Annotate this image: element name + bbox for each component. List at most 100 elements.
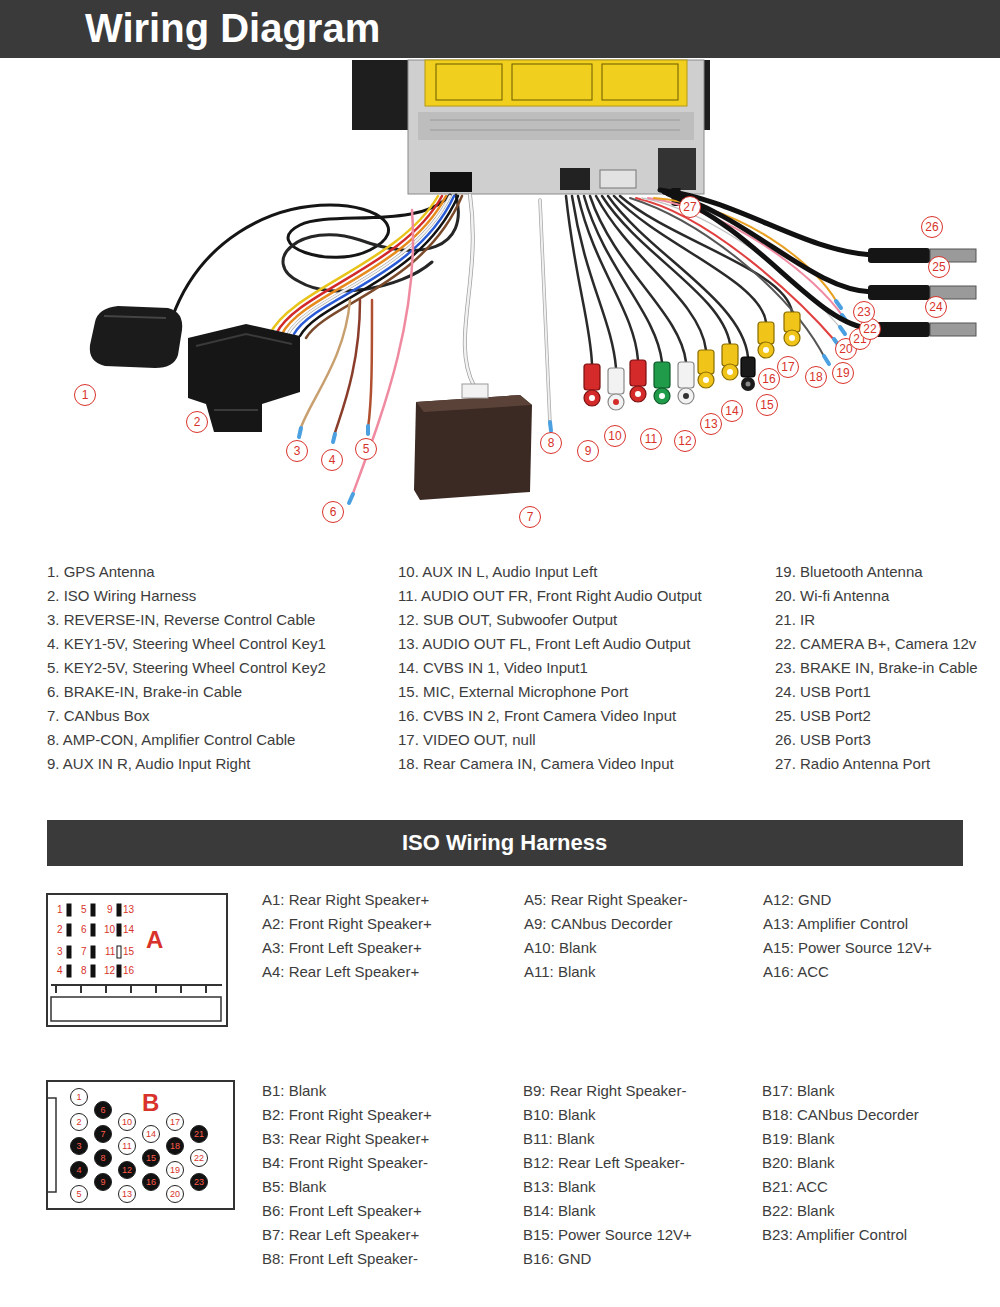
pin-number: 4 xyxy=(70,1161,88,1179)
pin-description: A12: GND xyxy=(763,891,831,909)
pin-description: B4: Front Right Speaker- xyxy=(262,1154,428,1172)
pin-number: 14 xyxy=(142,1125,160,1143)
callout-number: 14 xyxy=(721,400,743,422)
pin-number: 21 xyxy=(190,1125,208,1143)
callout-number: 10 xyxy=(604,425,626,447)
pin-description: B12: Rear Left Speaker- xyxy=(523,1154,685,1172)
pin-description: A10: Blank xyxy=(524,939,597,957)
pin-number: 2 xyxy=(70,1113,88,1131)
pin-number: 15 xyxy=(142,1149,160,1167)
pin-number: 5 xyxy=(81,904,87,916)
pin-number: 18 xyxy=(166,1137,184,1155)
pin-number: 17 xyxy=(166,1113,184,1131)
part-list-item: 15. MIC, External Microphone Port xyxy=(398,683,628,701)
pin-number: 23 xyxy=(190,1173,208,1191)
pin-number: 9 xyxy=(107,904,113,916)
part-list-item: 24. USB Port1 xyxy=(775,683,871,701)
callout-number: 25 xyxy=(928,256,950,278)
part-list-item: 20. Wi-fi Antenna xyxy=(775,587,889,605)
pin-number: 11 xyxy=(105,946,115,958)
callout-number: 8 xyxy=(540,432,562,454)
pin-description: B9: Rear Right Speaker- xyxy=(523,1082,686,1100)
pin-number: 5 xyxy=(70,1185,88,1203)
pin-number: 2 xyxy=(57,924,63,936)
pin-number: 14 xyxy=(123,924,134,936)
part-list-item: 4. KEY1-5V, Steering Wheel Control Key1 xyxy=(47,635,326,653)
part-list-item: 3. REVERSE-IN, Reverse Control Cable xyxy=(47,611,315,629)
connector-letter: A xyxy=(146,926,163,954)
pin-number: 15 xyxy=(123,946,134,958)
pin-description: B3: Rear Right Speaker+ xyxy=(262,1130,429,1148)
pin-number: 19 xyxy=(166,1161,184,1179)
callout-number: 17 xyxy=(777,356,799,378)
part-list-item: 11. AUDIO OUT FR, Front Right Audio Outp… xyxy=(398,587,702,605)
pin-description: A2: Front Right Speaker+ xyxy=(262,915,432,933)
pin-number: 7 xyxy=(81,946,87,958)
pin-description: B23: Amplifier Control xyxy=(762,1226,907,1244)
callout-number: 12 xyxy=(674,430,696,452)
pin-description: A4: Rear Left Speaker+ xyxy=(262,963,419,981)
callout-number: 9 xyxy=(577,440,599,462)
pin-description: B17: Blank xyxy=(762,1082,835,1100)
part-list-item: 10. AUX IN L, Audio Input Left xyxy=(398,563,597,581)
connector-letter: B xyxy=(142,1089,159,1117)
pin-number: 1 xyxy=(70,1088,88,1106)
pin-description: B20: Blank xyxy=(762,1154,835,1172)
callout-number: 19 xyxy=(832,362,854,384)
pin-description: A5: Rear Right Speaker- xyxy=(524,891,687,909)
pin-number: 6 xyxy=(81,924,87,936)
callout-number: 18 xyxy=(805,366,827,388)
part-list-item: 18. Rear Camera IN, Camera Video Input xyxy=(398,755,674,773)
part-list-item: 25. USB Port2 xyxy=(775,707,871,725)
part-list-item: 7. CANbus Box xyxy=(47,707,150,725)
pin-number: 10 xyxy=(104,924,115,936)
pin-number: 7 xyxy=(94,1125,112,1143)
pin-number: 3 xyxy=(70,1137,88,1155)
pin-description: B16: GND xyxy=(523,1250,591,1268)
pin-description: A11: Blank xyxy=(524,963,595,981)
callout-number: 7 xyxy=(519,506,541,528)
pin-number: 8 xyxy=(94,1149,112,1167)
section-band: ISO Wiring Harness xyxy=(47,820,963,866)
callout-number: 16 xyxy=(758,368,780,390)
connector-outline: A xyxy=(46,893,228,1027)
pin-description: B5: Blank xyxy=(262,1178,326,1196)
part-list-item: 9. AUX IN R, Audio Input Right xyxy=(47,755,250,773)
part-list-item: 21. IR xyxy=(775,611,815,629)
pin-number: 20 xyxy=(166,1185,184,1203)
callout-number: 1 xyxy=(74,384,96,406)
pin-number: 16 xyxy=(123,965,134,977)
pin-number: 13 xyxy=(118,1185,136,1203)
part-list-item: 27. Radio Antenna Port xyxy=(775,755,930,773)
pin-description: B14: Blank xyxy=(523,1202,596,1220)
pin-description: B21: ACC xyxy=(762,1178,828,1196)
part-list-item: 5. KEY2-5V, Steering Wheel Control Key2 xyxy=(47,659,326,677)
part-list-item: 19. Bluetooth Antenna xyxy=(775,563,923,581)
pin-description: A15: Power Source 12V+ xyxy=(763,939,932,957)
callout-number: 24 xyxy=(925,296,947,318)
pin-number: 3 xyxy=(57,946,63,958)
pin-description: B22: Blank xyxy=(762,1202,835,1220)
pin-description: B2: Front Right Speaker+ xyxy=(262,1106,432,1124)
part-list-item: 6. BRAKE-IN, Brake-in Cable xyxy=(47,683,242,701)
page-title: Wiring Diagram xyxy=(85,5,380,51)
pin-description: B6: Front Left Speaker+ xyxy=(262,1202,422,1220)
pin-description: A13: Amplifier Control xyxy=(763,915,908,933)
pin-description: B19: Blank xyxy=(762,1130,835,1148)
pin-number: 8 xyxy=(81,965,87,977)
part-list-item: 14. CVBS IN 1, Video Input1 xyxy=(398,659,588,677)
callout-number: 4 xyxy=(321,449,343,471)
pin-number: 10 xyxy=(118,1113,136,1131)
callout-number: 5 xyxy=(355,438,377,460)
callout-number: 2 xyxy=(186,411,208,433)
pin-number: 13 xyxy=(123,904,134,916)
pin-number: 6 xyxy=(94,1101,112,1119)
callout-number: 13 xyxy=(700,413,722,435)
pin-number: 16 xyxy=(142,1173,160,1191)
pin-number: 1 xyxy=(57,904,63,916)
pin-number: 4 xyxy=(57,965,63,977)
pin-number: 12 xyxy=(104,965,115,977)
pin-description: B13: Blank xyxy=(523,1178,596,1196)
section-heading: ISO Wiring Harness xyxy=(402,830,607,856)
part-list-item: 26. USB Port3 xyxy=(775,731,871,749)
